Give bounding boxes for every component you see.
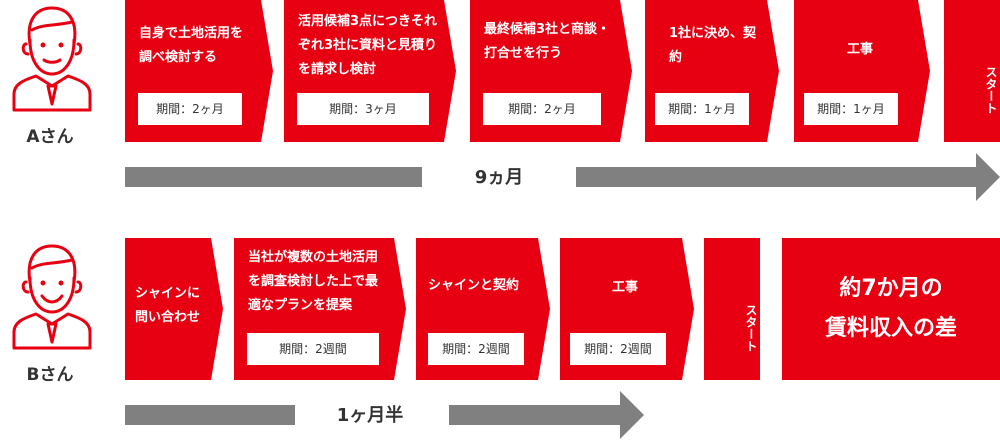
person-a-label: Aさん <box>26 127 74 147</box>
start-b: スタート <box>704 238 760 380</box>
step-a3: 最終候補3社と商談・打合せを行う 期間：2ヶ月 <box>470 0 632 142</box>
difference-line1: 約7か月の <box>839 276 943 301</box>
timeline-bar-a-right <box>576 167 976 187</box>
step-b3-text: シャインと契約 <box>428 278 520 293</box>
duration-b: 1ヶ月半 <box>336 405 404 426</box>
step-a5: 工事 期間：1ヶ月 <box>794 0 930 142</box>
step-a3-text: 最終候補3社と商談・打合せを行う <box>484 22 611 61</box>
step-b2: 当社が複数の土地活用を調査検討した上で最適なプランを提案 期間：2週間 <box>234 238 406 380</box>
step-a1: 自身で土地活用を調べ検討する 期間：2ヶ月 <box>125 0 273 142</box>
arrowhead-a-icon <box>976 153 1000 201</box>
difference-line2: 賃料収入の差 <box>824 316 957 341</box>
step-b4: 工事 期間：2週間 <box>560 238 694 380</box>
step-b3-period: 期間：2週間 <box>428 333 524 365</box>
step-a2-period: 期間：3ヶ月 <box>297 93 429 125</box>
step-b1-text: シャインに問い合わせ <box>135 286 201 325</box>
step-a1-text: 自身で土地活用を調べ検討する <box>139 26 244 65</box>
duration-a: 9ヵ月 <box>474 167 524 188</box>
timeline-bar-a-left <box>125 167 422 187</box>
step-a5-period: 期間：1ヶ月 <box>804 93 898 125</box>
step-b1: シャインに問い合わせ <box>125 238 223 380</box>
step-b2-text: 当社が複数の土地活用を調査検討した上で最適なプランを提案 <box>248 250 379 313</box>
step-a4-text: 1社に決め、契約 <box>669 26 757 65</box>
step-a1-period: 期間：2ヶ月 <box>138 93 242 125</box>
step-a5-text: 工事 <box>846 42 873 57</box>
businessman-icon <box>12 244 92 350</box>
step-a4: 1社に決め、契約 期間：1ヶ月 <box>645 0 779 142</box>
person-b-label: Bさん <box>26 365 74 385</box>
businessman-icon <box>12 6 92 112</box>
arrowhead-b-icon <box>620 391 644 439</box>
step-b4-text: 工事 <box>611 280 638 295</box>
step-b4-period: 期間：2週間 <box>570 333 666 365</box>
step-a4-period: 期間：1ヶ月 <box>655 93 749 125</box>
person-b: Bさん <box>0 238 108 388</box>
person-a: Aさん <box>0 0 108 150</box>
step-a2-text: 活用候補3点につきそれぞれ3社に資料と見積りを請求し検討 <box>298 14 438 77</box>
timeline-bar-b-right <box>449 405 621 425</box>
step-a3-period: 期間：2ヶ月 <box>483 93 601 125</box>
timeline-bar-b-left <box>125 405 295 425</box>
step-b3: シャインと契約 期間：2週間 <box>416 238 550 380</box>
rent-income-difference: 約7か月の 賃料収入の差 <box>782 238 1000 380</box>
start-a: スタート <box>944 0 1000 142</box>
step-b2-period: 期間：2週間 <box>247 333 379 365</box>
step-a2: 活用候補3点につきそれぞれ3社に資料と見積りを請求し検討 期間：3ヶ月 <box>284 0 456 142</box>
